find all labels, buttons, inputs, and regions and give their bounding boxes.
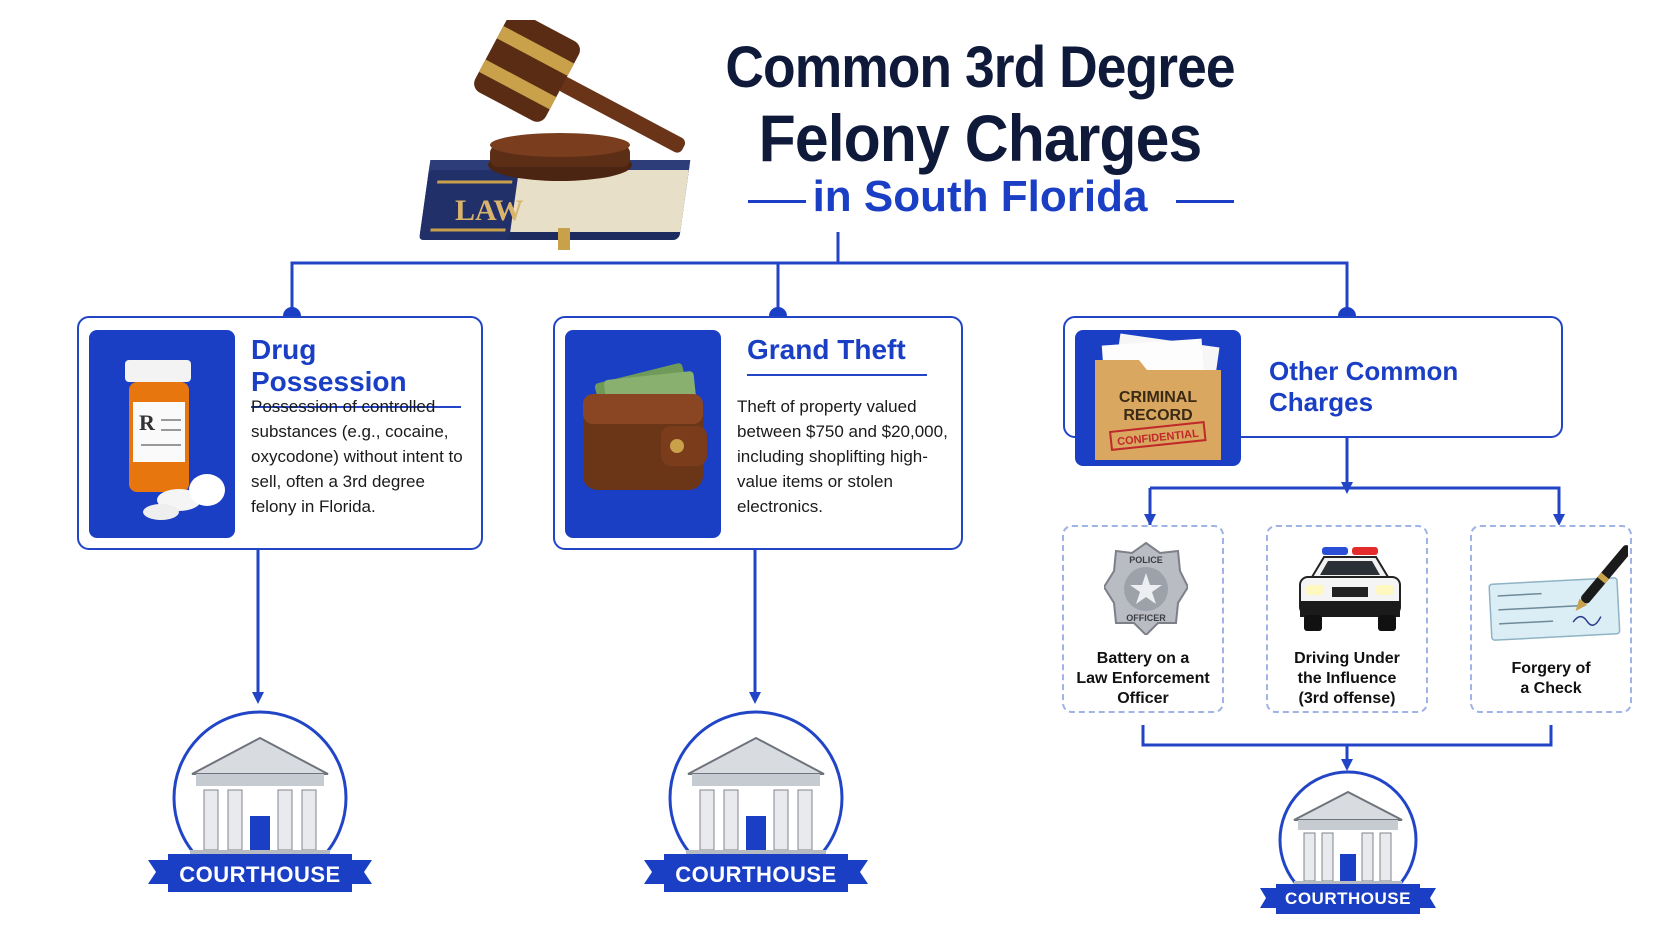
grand-theft-card: Grand Theft Theft of property valued bet… bbox=[553, 316, 963, 550]
battery-label-line-1: Battery on a bbox=[1096, 650, 1190, 667]
courthouse-icon: COURTHOUSE bbox=[148, 710, 372, 905]
courthouse-icon: COURTHOUSE bbox=[644, 710, 868, 905]
law-book-label: LAW bbox=[455, 194, 523, 227]
courthouse-label: COURTHOUSE bbox=[675, 862, 837, 887]
title-line-2: Felony Charges bbox=[758, 101, 1203, 175]
forgery-label-line-2: a Check bbox=[1520, 680, 1582, 697]
drug-possession-title: Drug Possession bbox=[251, 334, 461, 408]
drug-possession-card: R Drug Possession Possession of controll… bbox=[77, 316, 483, 550]
title-line-3: in South Florida bbox=[812, 172, 1148, 221]
gavel-and-law-book-icon: LAW bbox=[410, 11, 720, 255]
wallet-icon bbox=[565, 330, 721, 538]
pill-bottle-icon: R bbox=[89, 330, 235, 538]
criminal-record-folder-icon: CRIMINAL RECORD CONFIDENTIAL bbox=[1075, 330, 1241, 466]
other-common-charges-card: CRIMINAL RECORD CONFIDENTIAL Other Commo… bbox=[1063, 316, 1563, 466]
grand-theft-title: Grand Theft bbox=[747, 334, 927, 376]
police-car-icon bbox=[1294, 547, 1406, 640]
svg-text:R: R bbox=[139, 410, 156, 435]
dui-card: Driving Under the Influence (3rd offense… bbox=[1266, 525, 1428, 713]
other-common-charges-title: Other Common Charges bbox=[1269, 356, 1459, 417]
battery-label-line-3: Officer bbox=[1117, 690, 1169, 707]
folder-text-line-1: CRIMINAL bbox=[1119, 389, 1197, 406]
title-rule-left bbox=[748, 200, 806, 203]
badge-text-top: POLICE bbox=[1129, 555, 1163, 565]
courthouse-label: COURTHOUSE bbox=[1285, 889, 1411, 908]
folder-text-line-2: RECORD bbox=[1123, 407, 1192, 424]
badge-text-bottom: OFFICER bbox=[1126, 613, 1166, 623]
drug-possession-description: Possession of controlled substances (e.g… bbox=[251, 397, 463, 516]
title-line-1: Common 3rd Degree bbox=[725, 35, 1235, 100]
forgery-card: Forgery of a Check bbox=[1470, 525, 1632, 713]
battery-on-officer-card: POLICE OFFICER Battery on a Law Enforcem… bbox=[1062, 525, 1224, 713]
grand-theft-description: Theft of property valued between $750 an… bbox=[737, 397, 948, 516]
courthouse-label: COURTHOUSE bbox=[179, 862, 341, 887]
forgery-label-line-1: Forgery of bbox=[1511, 660, 1591, 677]
courthouse-icon: COURTHOUSE bbox=[1260, 770, 1436, 927]
title-rule-right bbox=[1176, 200, 1234, 203]
police-badge-icon: POLICE OFFICER bbox=[1102, 539, 1190, 640]
check-and-pen-icon bbox=[1482, 541, 1632, 646]
dui-label-line-3: (3rd offense) bbox=[1298, 690, 1396, 707]
dui-label-line-2: the Influence bbox=[1297, 670, 1397, 687]
dui-label-line-1: Driving Under bbox=[1294, 650, 1400, 667]
battery-label-line-2: Law Enforcement bbox=[1076, 670, 1210, 687]
